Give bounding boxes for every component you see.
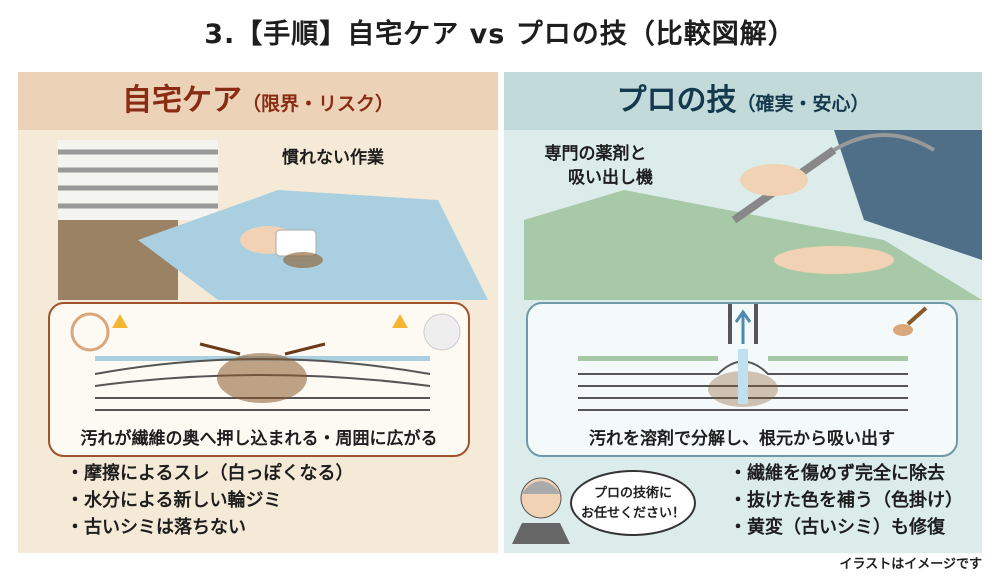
home-care-illustration <box>58 140 488 300</box>
speech-line: プロの技術に <box>593 486 672 501</box>
pro-care-caption-line: 専門の薬剤と <box>544 144 647 164</box>
pro-care-diagram: 汚れを溶剤で分解し、根元から吸い出す <box>526 302 958 457</box>
pro-care-caption: 専門の薬剤と 吸い出し機 <box>538 142 654 190</box>
pro-care-title: プロの技 <box>616 83 737 118</box>
list-item: ・繊維を傷めず完全に除去 <box>729 463 945 484</box>
home-care-risk-list: ・摩擦によるスレ（白っぽくなる） ・水分による新しい輪ジミ ・古いシミは落ちない <box>66 460 353 541</box>
home-care-panel: 自宅ケア（限界・リスク） 慣れない作業 汚れが繊維の奥へ押し込まれる・周囲に広が… <box>18 72 498 553</box>
list-item: ・摩擦によるスレ（白っぽくなる） <box>66 463 354 484</box>
home-care-title: 自宅ケア <box>121 83 242 118</box>
page-title: 3.【手順】自宅ケア vs プロの技（比較図解） <box>204 19 796 50</box>
fiber-extraction-icon <box>578 304 928 411</box>
list-item: ・古いシミは落ちない <box>66 517 246 538</box>
craftsman-avatar <box>512 477 570 544</box>
pro-care-diagram-text: 汚れを溶剤で分解し、根元から吸い出す <box>589 429 895 449</box>
pro-care-panel: プロの技（確実・安心） 専門の薬剤と 吸い出し機 汚れを溶剤で分解し、根元から吸… <box>504 72 982 553</box>
list-item: ・水分による新しい輪ジミ <box>66 490 282 511</box>
home-care-header: 自宅ケア（限界・リスク） <box>18 72 498 130</box>
pro-care-benefit-list: ・繊維を傷めず完全に除去 ・抜けた色を補う（色掛け） ・黄変（古いシミ）も修復 <box>729 460 963 541</box>
pro-care-illustration <box>524 130 982 300</box>
illustration-note: イラストはイメージです <box>839 557 982 572</box>
fiber-cross-section-icon <box>70 312 461 411</box>
pro-care-caption-line: 吸い出し機 <box>568 168 653 188</box>
speech-line: お任せください！ <box>580 506 685 521</box>
pro-care-header: プロの技（確実・安心） <box>504 72 982 130</box>
list-item: ・黄変（古いシミ）も修復 <box>729 517 945 538</box>
home-care-subtitle: （限界・リスク） <box>241 93 394 115</box>
pro-care-subtitle: （確実・安心） <box>736 93 870 115</box>
home-care-diagram-text: 汚れが繊維の奥へ押し込まれる・周囲に広がる <box>80 429 438 449</box>
home-care-caption: 慣れない作業 <box>282 148 384 168</box>
home-care-diagram: 汚れが繊維の奥へ押し込まれる・周囲に広がる <box>48 302 470 457</box>
speech-bubble: プロの技術に お任せください！ <box>570 470 696 536</box>
list-item: ・抜けた色を補う（色掛け） <box>729 490 963 511</box>
